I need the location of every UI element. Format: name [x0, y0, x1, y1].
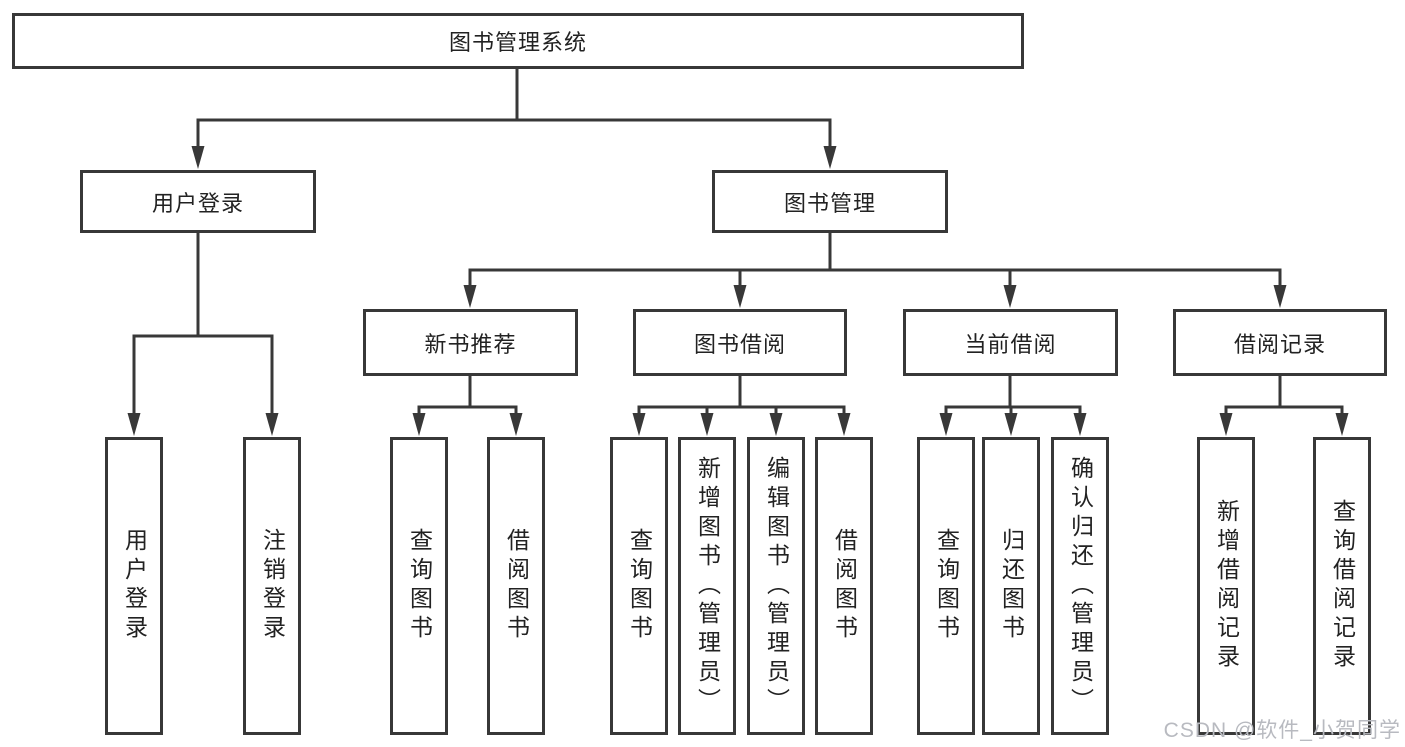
- arrowhead-icon: [823, 146, 837, 169]
- node-borrowing-records: 借阅记录: [1173, 309, 1387, 376]
- arrowhead-icon: [412, 413, 426, 436]
- node-cb-return-books: 归还图书: [982, 437, 1040, 735]
- node-root-label: 图书管理系统: [448, 30, 587, 55]
- node-book-management-label: 图书管理: [783, 190, 876, 216]
- node-bb-borrow-books-label: 借阅图书: [831, 528, 858, 644]
- arrowhead-icon: [1003, 285, 1017, 308]
- node-new-book-recommend-label: 新书推荐: [424, 331, 517, 357]
- arrowhead-icon: [265, 413, 279, 436]
- node-br-add-borrow-record: 新增借阅记录: [1197, 437, 1255, 735]
- node-book-management: 图书管理: [712, 170, 948, 233]
- arrowhead-icons: [127, 146, 1349, 436]
- node-br-query-borrow-record-label: 查询借阅记录: [1329, 499, 1356, 673]
- arrowhead-icon: [1335, 413, 1349, 436]
- node-cb-confirm-return-admin: 确认归还（管理员）: [1051, 437, 1109, 735]
- node-current-borrowing-label: 当前借阅: [964, 331, 1057, 357]
- node-leaf-logout-label: 注销登录: [259, 528, 286, 644]
- node-bb-query-books-label: 查询图书: [626, 528, 653, 644]
- node-rec-query-books-label: 查询图书: [406, 528, 433, 644]
- arrowhead-icon: [1219, 413, 1233, 436]
- node-root: 图书管理系统: [12, 13, 1024, 69]
- node-bb-edit-books-admin-label: 编辑图书（管理员）: [763, 455, 790, 717]
- node-leaf-user-login-label: 用户登录: [121, 528, 148, 644]
- arrowhead-icon: [632, 413, 646, 436]
- arrowhead-icon: [127, 413, 141, 436]
- node-br-add-borrow-record-label: 新增借阅记录: [1213, 499, 1240, 673]
- connector-lines: [132, 67, 1344, 418]
- node-cb-return-books-label: 归还图书: [998, 528, 1025, 644]
- node-user-login: 用户登录: [80, 170, 316, 233]
- arrowhead-icon: [191, 146, 205, 169]
- arrowhead-icon: [939, 413, 953, 436]
- arrowhead-icon: [509, 413, 523, 436]
- node-book-borrowing-label: 图书借阅: [693, 331, 786, 357]
- node-cb-confirm-return-admin-label: 确认归还（管理员）: [1067, 455, 1094, 717]
- node-leaf-logout: 注销登录: [243, 437, 301, 735]
- node-rec-borrow-books-label: 借阅图书: [503, 528, 530, 644]
- node-bb-query-books: 查询图书: [610, 437, 668, 735]
- node-rec-borrow-books: 借阅图书: [487, 437, 545, 735]
- node-bb-edit-books-admin: 编辑图书（管理员）: [747, 437, 805, 735]
- node-user-login-label: 用户登录: [151, 190, 244, 216]
- arrowhead-icon: [1004, 413, 1018, 436]
- node-bb-add-books-admin: 新增图书（管理员）: [678, 437, 736, 735]
- arrowhead-icon: [733, 285, 747, 308]
- node-cb-query-books: 查询图书: [917, 437, 975, 735]
- node-book-borrowing: 图书借阅: [633, 309, 847, 376]
- node-bb-add-books-admin-label: 新增图书（管理员）: [694, 455, 721, 717]
- arrowhead-icon: [1273, 285, 1287, 308]
- node-current-borrowing: 当前借阅: [903, 309, 1118, 376]
- arrowhead-icon: [769, 413, 783, 436]
- node-cb-query-books-label: 查询图书: [933, 528, 960, 644]
- node-bb-borrow-books: 借阅图书: [815, 437, 873, 735]
- watermark: CSDN @软件_小贺同学: [1163, 719, 1401, 742]
- arrowhead-icon: [700, 413, 714, 436]
- arrowhead-icon: [1073, 413, 1087, 436]
- node-borrowing-records-label: 借阅记录: [1233, 331, 1326, 357]
- node-leaf-user-login: 用户登录: [105, 437, 163, 735]
- node-br-query-borrow-record: 查询借阅记录: [1313, 437, 1371, 735]
- node-new-book-recommend: 新书推荐: [363, 309, 578, 376]
- arrowhead-icon: [837, 413, 851, 436]
- node-rec-query-books: 查询图书: [390, 437, 448, 735]
- arrowhead-icon: [463, 285, 477, 308]
